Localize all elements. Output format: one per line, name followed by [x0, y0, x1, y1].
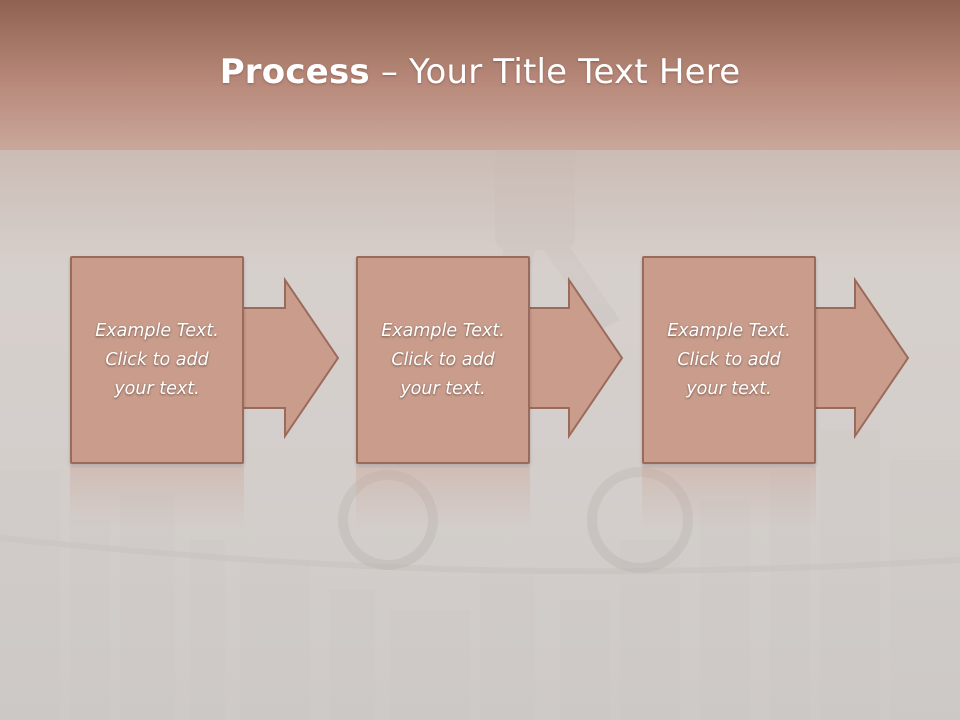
process-step-3[interactable]: Example Text. Click to add your text.: [642, 256, 922, 526]
step-box[interactable]: Example Text. Click to add your text.: [642, 256, 816, 464]
process-step-2[interactable]: Example Text. Click to add your text.: [356, 256, 636, 526]
process-step-1[interactable]: Example Text. Click to add your text.: [70, 256, 350, 526]
slide-title[interactable]: Process – Your Title Text Here: [0, 52, 960, 92]
arrow-right-icon: [813, 276, 910, 440]
arrow-right-icon: [241, 276, 340, 440]
step-reflection: [70, 466, 244, 526]
step-reflection: [356, 466, 530, 526]
title-bold: Process: [219, 52, 370, 92]
step-text[interactable]: Example Text. Click to add your text.: [95, 320, 219, 399]
title-rest: – Your Title Text Here: [369, 52, 741, 92]
arrow-right-icon: [527, 276, 624, 440]
step-text[interactable]: Example Text. Click to add your text.: [667, 320, 791, 399]
step-reflection: [642, 466, 816, 526]
step-box[interactable]: Example Text. Click to add your text.: [356, 256, 530, 464]
step-box[interactable]: Example Text. Click to add your text.: [70, 256, 244, 464]
step-text[interactable]: Example Text. Click to add your text.: [381, 320, 505, 399]
